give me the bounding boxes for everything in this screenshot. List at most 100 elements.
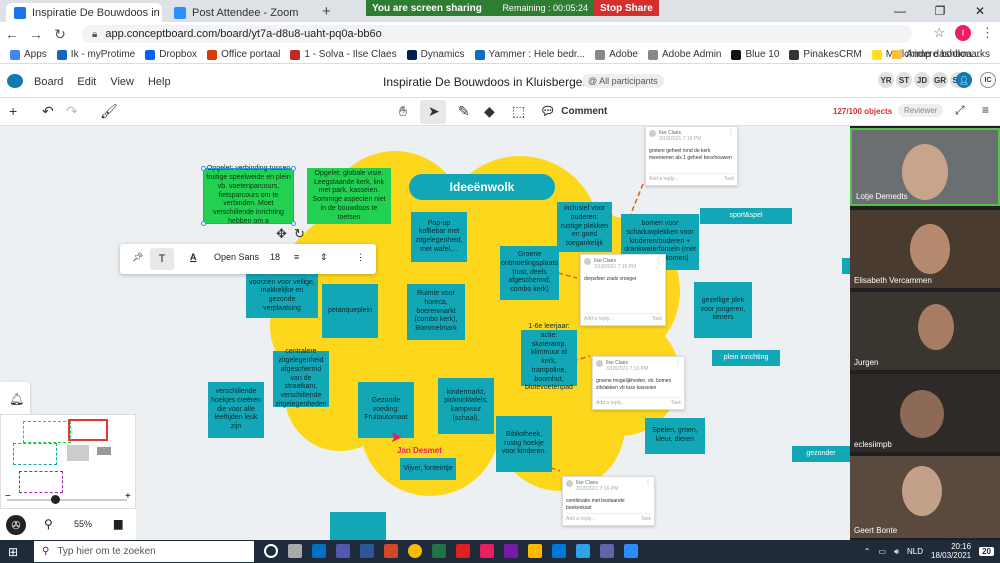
browser-menu-icon[interactable]: ⋮ xyxy=(981,25,994,40)
bookmark-dropbox[interactable]: Dropbox xyxy=(145,49,197,60)
eraser-icon[interactable]: ◆ xyxy=(484,103,495,119)
invite-user-icon[interactable]: 👤︎ xyxy=(956,72,972,88)
bookmark-apps[interactable]: Apps xyxy=(10,49,47,60)
browser-tab-zoom[interactable]: Post Attendee - Zoom ✕ xyxy=(166,3,316,22)
zoom-app-icon[interactable] xyxy=(624,544,638,558)
participant-video[interactable]: Lotje Demedts xyxy=(850,128,1000,206)
menu-edit[interactable]: Edit xyxy=(77,76,97,88)
user-chip[interactable]: JD xyxy=(914,72,930,88)
comment-reply[interactable]: Add a reply...Task xyxy=(566,513,651,522)
fullscreen-icon[interactable]: ⤢ xyxy=(955,103,965,117)
more-icon[interactable]: ≡ xyxy=(982,103,990,117)
board-title[interactable]: Inspiratie De Bouwdoos in Kluisbergen xyxy=(383,75,590,89)
comment-card[interactable]: ⋮ Ilse Claes 3/18/2021 7:16 PM groene mo… xyxy=(592,356,685,410)
reload-icon[interactable]: ↻ xyxy=(54,25,66,42)
comment-menu-icon[interactable]: ⋮ xyxy=(675,360,681,366)
profile-avatar[interactable]: I xyxy=(955,25,971,41)
category-tag[interactable]: sport&spel xyxy=(700,208,792,224)
task-button[interactable]: Task xyxy=(670,400,681,406)
sticky-note[interactable]: Gezonde voeding: Fruitautomaat xyxy=(358,382,414,438)
sticky-note[interactable]: verschillende hoekjes creëren die voor a… xyxy=(208,382,264,438)
zoom-out-icon[interactable]: − xyxy=(5,491,11,502)
participant-video[interactable]: Geert Bonte xyxy=(850,456,1000,538)
bookmark-solva[interactable]: 1 - Solva - Ilse Claes xyxy=(290,49,397,60)
user-chip[interactable]: GR xyxy=(932,72,948,88)
new-tab-button[interactable]: + xyxy=(322,3,331,20)
comment-reply[interactable]: Add a reply...Task xyxy=(649,173,734,182)
participant-video[interactable]: eclesiimpb xyxy=(850,374,1000,452)
language-indicator[interactable]: NLD xyxy=(907,547,924,556)
photos-icon[interactable] xyxy=(480,544,494,558)
mail-icon[interactable] xyxy=(552,544,566,558)
bookmark-mailchimp[interactable]: Mailchimp dashboa... xyxy=(871,49,980,60)
comment-card[interactable]: ⋮ Ilse Claes 3/18/2021 7:16 PM dorpsfeer… xyxy=(580,254,666,326)
hand-tool-icon[interactable]: ✋︎ xyxy=(399,103,407,119)
text-tool-icon[interactable]: T xyxy=(150,248,174,270)
bookmark-dynamics[interactable]: Dynamics xyxy=(406,49,465,60)
sticky-note[interactable]: Groene ontmoetingsplaats (rust, deels af… xyxy=(500,246,559,300)
zoom-slider-track[interactable] xyxy=(7,499,127,501)
bookmark-adobe-admin[interactable]: Adobe Admin xyxy=(647,49,721,60)
file-explorer-icon[interactable] xyxy=(528,544,542,558)
task-view-icon[interactable] xyxy=(288,544,302,558)
comment-card[interactable]: ⋮ Ilse Claes 3/18/2021 7:16 PM grotere g… xyxy=(645,126,738,186)
comment-menu-icon[interactable]: ⋮ xyxy=(645,480,651,486)
comment-button[interactable]: 💬︎ Comment xyxy=(540,104,607,118)
comment-reply[interactable]: Add a reply...Task xyxy=(596,397,681,406)
compass-icon[interactable]: ✇ xyxy=(6,515,26,535)
sticky-note[interactable] xyxy=(842,258,850,274)
tray-chevron-icon[interactable]: ⌃ xyxy=(863,547,871,556)
sticky-note[interactable]: Bibliotheek, rustig hoekje voor kinderen… xyxy=(496,416,552,472)
user-chip[interactable]: YR xyxy=(878,72,894,88)
word-icon[interactable] xyxy=(360,544,374,558)
present-icon[interactable]: ▆ xyxy=(114,518,123,530)
redo-icon[interactable]: ↷ xyxy=(66,103,78,119)
taskbar-search-input[interactable]: ⚲ Typ hier om te zoeken xyxy=(34,541,254,562)
stop-share-button[interactable]: Stop Share xyxy=(594,0,659,16)
resize-handle[interactable] xyxy=(291,221,296,226)
reply-input[interactable]: Add a reply... xyxy=(584,316,614,322)
align-icon[interactable]: ≡ xyxy=(294,252,300,262)
clock[interactable]: 20:16 18/03/2021 xyxy=(931,542,971,561)
zoom-in-icon[interactable]: + xyxy=(125,491,131,502)
network-icon[interactable]: ▭ xyxy=(878,547,886,556)
green-note[interactable]: Opgelet: globale visie. Leegstaande kerk… xyxy=(307,168,391,224)
participant-video[interactable]: Elisabeth Vercammen xyxy=(850,210,1000,288)
maximize-icon[interactable]: ❐ xyxy=(934,4,946,18)
sticky-note[interactable]: kindermarkt, picknicktafels, kampvuur (s… xyxy=(438,378,494,434)
my-avatar[interactable]: IC xyxy=(980,72,996,88)
reviewer-pill[interactable]: Reviewer xyxy=(898,104,944,117)
powerpoint-icon[interactable] xyxy=(384,544,398,558)
chrome-icon[interactable] xyxy=(408,544,422,558)
reply-input[interactable]: Add a reply... xyxy=(566,516,596,522)
sticky-note[interactable]: Ruimte voor horeca, boerenmarkt (combo k… xyxy=(407,284,465,340)
windows-start-icon[interactable]: ⊞ xyxy=(8,545,19,559)
select-tool-button[interactable] xyxy=(420,100,446,124)
sticky-note[interactable]: gezellige plek voor jongeren, tieners xyxy=(694,282,752,338)
sticky-note[interactable]: Vijver, fonteintje xyxy=(400,458,456,480)
category-tag[interactable]: plein inrichting xyxy=(712,350,780,366)
onenote-icon[interactable] xyxy=(504,544,518,558)
url-input[interactable]: 🔒︎ app.conceptboard.com/board/yt7a-d8u8-… xyxy=(82,25,912,43)
browser-tab-conceptboard[interactable]: Inspiratie De Bouwdoos in Kluisb ✕ xyxy=(6,3,162,22)
comment-reply[interactable]: Add a reply...Task xyxy=(584,313,662,322)
sticky-note[interactable] xyxy=(330,512,386,540)
undo-icon[interactable]: ↶ xyxy=(42,103,54,119)
back-arrow-icon[interactable]: ← xyxy=(5,26,19,42)
comment-card[interactable]: ⋮ Ilse Claes 3/18/2021 7:16 PM combinati… xyxy=(562,476,655,526)
font-color-icon[interactable]: A xyxy=(190,252,197,262)
green-note[interactable]: Opgelet: verbinding tussen fruitige spee… xyxy=(203,165,294,225)
board-canvas[interactable]: Opgelet: verbinding tussen fruitige spee… xyxy=(0,126,850,540)
outlook-icon[interactable] xyxy=(312,544,326,558)
sticky-note[interactable]: petanqueplein xyxy=(322,284,378,338)
bookmark-myprotime[interactable]: Ik - myProtime xyxy=(56,49,135,60)
sticky-note[interactable]: Spelen, groen, kleur, dieren xyxy=(645,418,705,454)
menu-help[interactable]: Help xyxy=(147,76,171,88)
minimap-viewport[interactable] xyxy=(68,419,108,441)
vertical-align-icon[interactable]: ⇕ xyxy=(320,252,328,262)
bookmark-adobe[interactable]: Adobe xyxy=(595,49,638,60)
shape-icon[interactable]: ⬚ xyxy=(512,103,526,119)
other-bookmarks[interactable]: Andere bookmarks xyxy=(892,49,990,60)
comment-menu-icon[interactable]: ⋮ xyxy=(728,130,734,136)
zoom-slider-thumb[interactable] xyxy=(51,495,60,504)
